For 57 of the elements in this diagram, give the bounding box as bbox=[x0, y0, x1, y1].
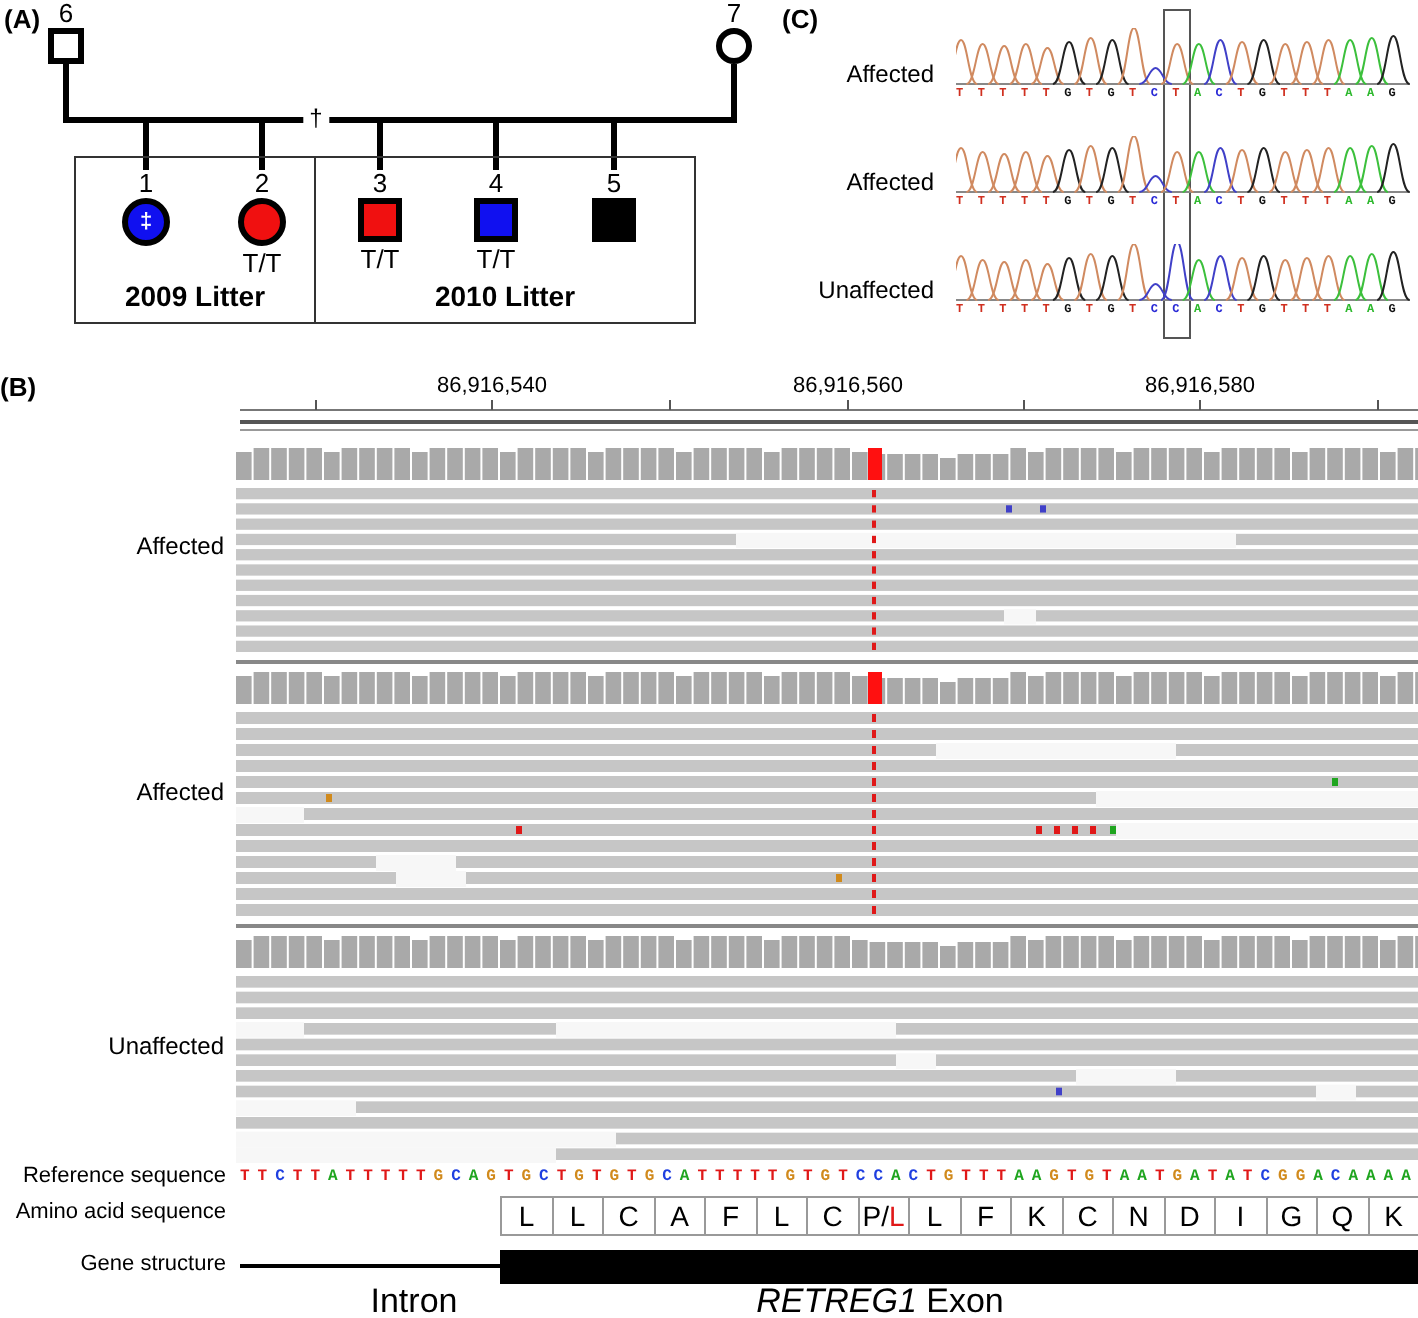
amino-acid-cell: C bbox=[602, 1196, 655, 1236]
track-label: Affected bbox=[136, 778, 224, 808]
amino-acid-cell: C bbox=[806, 1196, 859, 1236]
amino-acid-cell: P/L bbox=[857, 1196, 910, 1236]
panel-label: (C) bbox=[782, 4, 819, 37]
sample-label: Unaffected bbox=[818, 276, 934, 306]
litter-box bbox=[74, 156, 316, 324]
individual-number: 7 bbox=[726, 0, 742, 28]
row-label: Gene structure bbox=[80, 1252, 226, 1280]
pedigree-line bbox=[143, 120, 149, 170]
genotype-label: T/T bbox=[476, 246, 516, 274]
track-label: Unaffected bbox=[108, 1032, 224, 1062]
amino-acid-cell: F bbox=[959, 1196, 1012, 1236]
amino-acid-cell: K bbox=[1367, 1196, 1418, 1236]
individual-number: 1 bbox=[138, 170, 154, 198]
edge-label: † bbox=[303, 104, 329, 132]
panel-label: (A) bbox=[4, 4, 41, 37]
pedigree-line bbox=[493, 120, 499, 170]
individual-number: 2 bbox=[254, 170, 270, 198]
pedigree-line bbox=[63, 64, 737, 123]
individual-number: 3 bbox=[372, 170, 388, 198]
individual-number: 4 bbox=[488, 170, 504, 198]
row-label: Reference sequence bbox=[22, 1164, 226, 1192]
amino-acid-cell: D bbox=[1163, 1196, 1216, 1236]
intron-label: Intron bbox=[370, 1280, 458, 1318]
position-tick-label: 86,916,560 bbox=[792, 374, 904, 402]
individual-number: 5 bbox=[606, 170, 622, 198]
panel-label: (B) bbox=[0, 372, 37, 405]
amino-acid-cell: Q bbox=[1316, 1196, 1369, 1236]
amino-acid-cell: A bbox=[653, 1196, 706, 1236]
litter-box bbox=[314, 156, 696, 324]
genotype-label: T/T bbox=[360, 246, 400, 274]
individual-number: 6 bbox=[58, 0, 74, 28]
exon-label: RETREG1 Exon bbox=[756, 1280, 1004, 1318]
position-tick-label: 86,916,540 bbox=[436, 374, 548, 402]
amino-acid-cell: L bbox=[500, 1196, 553, 1236]
amino-acid-cell: L bbox=[755, 1196, 808, 1236]
amino-acid-cell: N bbox=[1112, 1196, 1165, 1236]
sample-label: Affected bbox=[846, 168, 934, 198]
position-tick-label: 86,916,580 bbox=[1144, 374, 1256, 402]
sample-label: Affected bbox=[846, 60, 934, 90]
pedigree-line bbox=[377, 120, 383, 170]
amino-acid-cell: L bbox=[908, 1196, 961, 1236]
pedigree-line bbox=[259, 120, 265, 170]
amino-acid-cell: I bbox=[1214, 1196, 1267, 1236]
amino-acid-cell: L bbox=[551, 1196, 604, 1236]
amino-acid-cell: F bbox=[704, 1196, 757, 1236]
female-symbol: ‡ bbox=[122, 198, 170, 246]
amino-acid-cell: C bbox=[1061, 1196, 1114, 1236]
track-label: Affected bbox=[136, 532, 224, 562]
pedigree-line bbox=[611, 120, 617, 170]
litter-title: 2009 Litter bbox=[124, 278, 266, 316]
genotype-label: T/T bbox=[242, 250, 282, 278]
row-label: Amino acid sequence bbox=[15, 1200, 226, 1228]
litter-title: 2010 Litter bbox=[434, 278, 576, 316]
amino-acid-cell: G bbox=[1265, 1196, 1318, 1236]
amino-acid-cell: K bbox=[1010, 1196, 1063, 1236]
